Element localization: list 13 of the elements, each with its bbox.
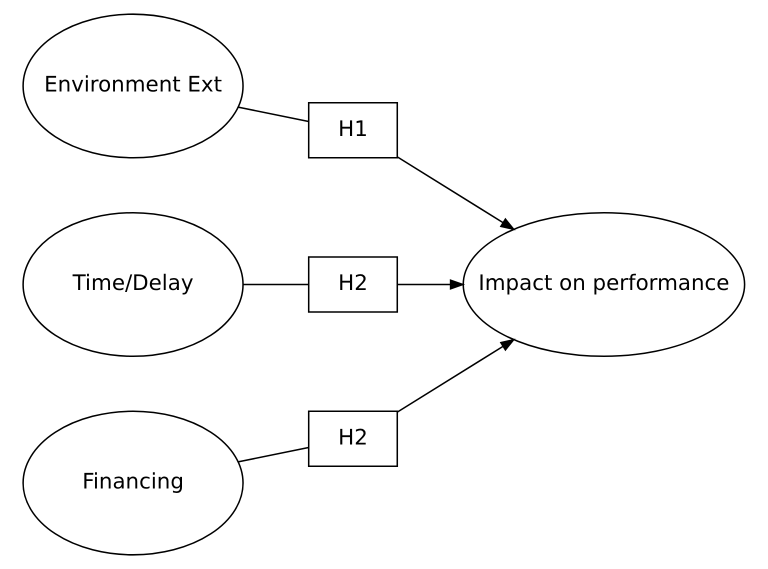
node-ellipse: Impact on performance [462, 212, 746, 358]
node-box: H2 [308, 256, 398, 313]
node-box: H2 [308, 410, 398, 467]
arrow [398, 279, 466, 290]
node-ellipse: Financing [22, 410, 244, 556]
arrow [397, 338, 516, 413]
connector [243, 284, 309, 286]
connector [238, 446, 309, 463]
connector [238, 106, 309, 122]
node-ellipse: Time/Delay [22, 212, 244, 358]
arrow [397, 156, 516, 230]
node-ellipse: Environment Ext [22, 13, 244, 158]
node-box: H1 [308, 102, 398, 158]
